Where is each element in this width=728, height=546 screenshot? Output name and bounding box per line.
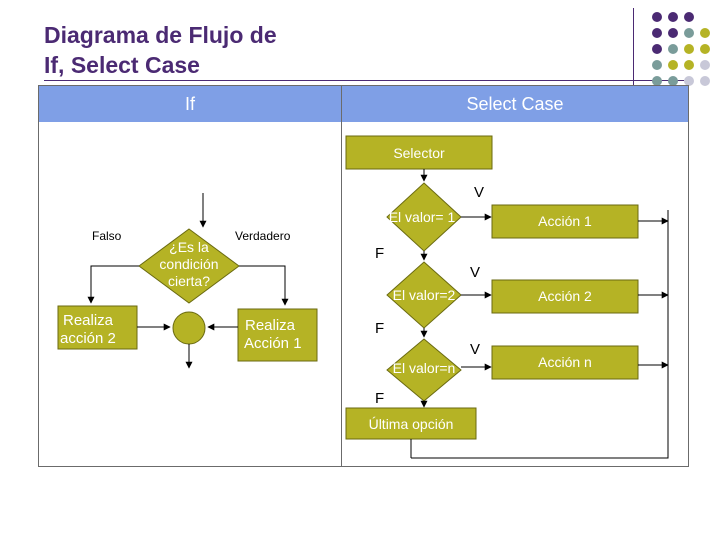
action3-text: Acción n: [538, 354, 592, 370]
if-true-connector: [239, 265, 289, 306]
decorative-dot: [684, 28, 694, 38]
if-condition-line-3: cierta?: [167, 273, 211, 289]
case3-text: El valor=n: [392, 360, 456, 376]
if-action-true-line-1: Realiza: [245, 317, 296, 334]
if-false-connector: [87, 265, 139, 304]
decorative-dot: [668, 60, 678, 70]
title-line-1: Diagrama de Flujo de: [44, 22, 277, 48]
decorative-vertical-line: [633, 8, 634, 132]
if-action-true-box: [237, 308, 318, 362]
if-action-true-text: Realiza Acción 1: [240, 317, 316, 353]
decorative-dots: [648, 8, 728, 88]
if-condition-line-1: ¿Es la: [169, 239, 209, 255]
if-condition-line-2: condición: [159, 256, 219, 272]
title-underline: [44, 80, 684, 81]
header-if: If: [184, 94, 195, 114]
decorative-dot: [652, 76, 662, 86]
case3-false-label: F: [375, 390, 385, 407]
selector-text: Selector: [393, 145, 445, 161]
title-line-2: If, Select Case: [44, 52, 200, 78]
decorative-dot: [668, 28, 678, 38]
selector-box: [345, 135, 493, 170]
decorative-dot: [668, 12, 678, 22]
if-true-label: Verdadero: [235, 229, 291, 243]
decorative-dot: [700, 28, 710, 38]
comparison-table: If Select Case: [38, 85, 689, 467]
if-action-false-box: [57, 305, 138, 350]
decorative-dot: [684, 60, 694, 70]
if-action-false-line-2: acción 2: [60, 330, 116, 347]
action2-box: [491, 279, 639, 314]
page-title: Diagrama de Flujo de If, Select Case: [44, 20, 277, 80]
case1-false-label: F: [375, 245, 385, 262]
case1-true-label: V: [474, 184, 485, 201]
if-join-circle: [172, 311, 206, 345]
case2-text: El valor=2: [392, 287, 456, 303]
decorative-dot: [684, 44, 694, 54]
decorative-dot: [668, 44, 678, 54]
decorative-dot: [700, 60, 710, 70]
case3-true-label: V: [470, 341, 481, 358]
decorative-dot: [684, 76, 694, 86]
case1-text: El valor= 1: [388, 209, 456, 225]
action3-box: [491, 345, 639, 380]
case2-true-label: V: [470, 264, 481, 281]
if-false-label: Falso: [92, 229, 122, 243]
decorative-dot: [652, 60, 662, 70]
if-condition-text: ¿Es la condición cierta?: [140, 239, 238, 290]
if-action-false-text: Realiza acción 2: [60, 312, 136, 348]
table-header: If Select Case: [39, 86, 688, 122]
if-action-true-line-2: Acción 1: [244, 335, 302, 352]
if-condition-diamond: [138, 228, 240, 304]
case2-false-label: F: [375, 320, 385, 337]
header-select-case: Select Case: [466, 94, 564, 114]
decorative-dot: [652, 12, 662, 22]
decorative-dot: [684, 12, 694, 22]
exit-collector-line: [411, 210, 669, 459]
action2-text: Acción 2: [538, 288, 592, 304]
last-option-text: Última opción: [368, 416, 454, 432]
decorative-dot: [652, 44, 662, 54]
action1-text: Acción 1: [538, 213, 592, 229]
column-divider: [341, 86, 342, 466]
decorative-dot: [700, 76, 710, 86]
decorative-dot: [668, 76, 678, 86]
if-action-false-line-1: Realiza: [63, 312, 114, 329]
decorative-dot: [652, 28, 662, 38]
decorative-dot: [700, 44, 710, 54]
